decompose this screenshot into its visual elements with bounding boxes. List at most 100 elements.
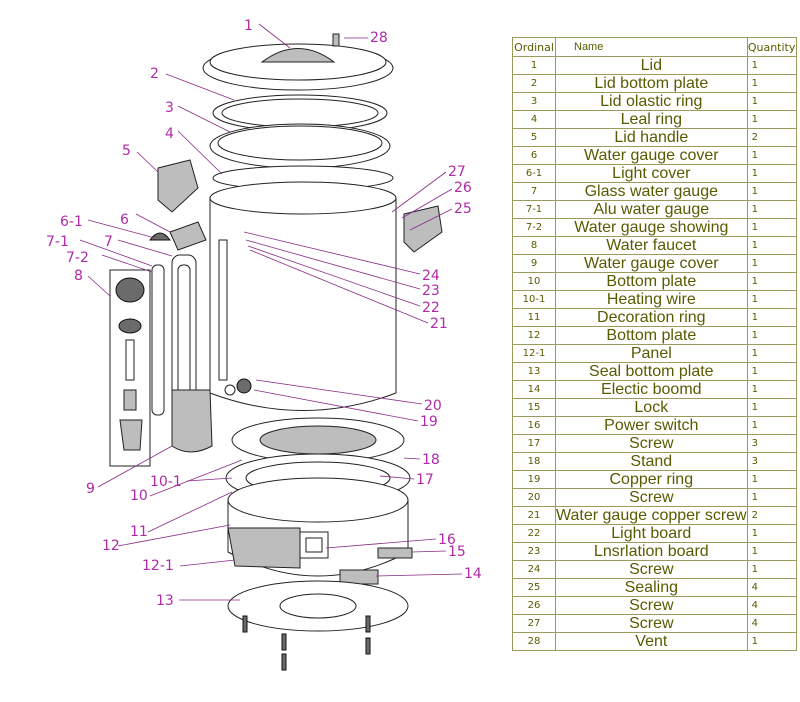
cell-name: Panel <box>555 344 748 363</box>
cell-ordinal: 16 <box>512 416 556 435</box>
cell-ordinal: 27 <box>512 614 556 633</box>
callout-8: 8 <box>74 268 83 284</box>
cell-quantity: 1 <box>746 326 797 345</box>
callout-10: 10 <box>130 488 148 504</box>
cell-ordinal: 20 <box>512 488 556 507</box>
cell-name: Power switch <box>555 416 748 435</box>
cell-name: Light cover <box>555 164 748 183</box>
callout-23: 23 <box>422 283 440 299</box>
cell-quantity: 1 <box>746 110 797 129</box>
cell-name: Water gauge cover <box>555 146 748 165</box>
cell-name: Electic boomd <box>555 380 748 399</box>
cell-quantity: 1 <box>746 272 797 291</box>
copper-ring <box>236 378 252 394</box>
vent <box>332 33 340 47</box>
lock <box>377 547 413 559</box>
cell-ordinal: 12-1 <box>512 344 556 363</box>
cell-ordinal: 18 <box>512 452 556 471</box>
callout-18: 18 <box>422 452 440 468</box>
callout-20: 20 <box>424 398 442 414</box>
callout-16: 16 <box>438 532 456 548</box>
cell-name: Stand <box>555 452 748 471</box>
cell-quantity: 1 <box>746 344 797 363</box>
cell-name: Bottom plate <box>555 272 748 291</box>
cell-quantity: 1 <box>746 74 797 93</box>
callout-28: 28 <box>370 30 388 46</box>
cell-quantity: 1 <box>746 218 797 237</box>
cell-name: Leal ring <box>555 110 748 129</box>
cell-quantity: 1 <box>746 236 797 255</box>
cell-quantity: 1 <box>746 632 797 651</box>
cell-ordinal: 24 <box>512 560 556 579</box>
cell-ordinal: 6-1 <box>512 164 556 183</box>
cell-name: Water gauge cover <box>555 254 748 273</box>
cell-ordinal: 7-1 <box>512 200 556 219</box>
cell-ordinal: 10-1 <box>512 290 556 309</box>
cell-name: Bottom plate <box>555 326 748 345</box>
cell-quantity: 1 <box>746 380 797 399</box>
cell-name: Decoration ring <box>555 308 748 327</box>
callout-13: 13 <box>156 593 174 609</box>
cell-quantity: 1 <box>746 470 797 489</box>
callout-22: 22 <box>422 300 440 316</box>
cell-quantity: 4 <box>746 596 797 615</box>
cell-ordinal: 17 <box>512 434 556 453</box>
cell-name: Lid bottom plate <box>555 74 748 93</box>
cell-ordinal: 23 <box>512 542 556 561</box>
cell-name: Screw <box>555 560 748 579</box>
cell-name: Copper ring <box>555 470 748 489</box>
power-switch <box>299 531 329 559</box>
cell-name: Alu water gauge <box>555 200 748 219</box>
cell-quantity: 1 <box>746 362 797 381</box>
callout-19: 19 <box>420 414 438 430</box>
cell-name: Glass water gauge <box>555 182 748 201</box>
cell-quantity: 1 <box>746 398 797 417</box>
callout-14: 14 <box>464 566 482 582</box>
cell-quantity: 1 <box>746 290 797 309</box>
water-gauge-tube <box>218 239 228 381</box>
cell-quantity: 1 <box>746 92 797 111</box>
cell-name: Screw <box>555 488 748 507</box>
callout-17: 17 <box>416 472 434 488</box>
cell-quantity: 1 <box>746 542 797 561</box>
cell-quantity: 1 <box>746 308 797 327</box>
callout-2: 2 <box>150 66 159 82</box>
cell-name: Light board <box>555 524 748 543</box>
callout-26: 26 <box>454 180 472 196</box>
callout-1: 1 <box>244 18 253 34</box>
cell-quantity: 2 <box>746 506 797 525</box>
cell-ordinal: 13 <box>512 362 556 381</box>
cell-name: Lid <box>555 56 748 75</box>
cell-ordinal: 26 <box>512 596 556 615</box>
header-quantity: Quantity <box>746 37 797 57</box>
cell-ordinal: 7-2 <box>512 218 556 237</box>
callout-15: 15 <box>448 544 466 560</box>
lid-handle-right <box>403 205 443 253</box>
light-cover <box>149 232 171 241</box>
cell-quantity: 1 <box>746 182 797 201</box>
cell-quantity: 1 <box>746 488 797 507</box>
cell-quantity: 1 <box>746 146 797 165</box>
cell-ordinal: 1 <box>512 56 556 75</box>
